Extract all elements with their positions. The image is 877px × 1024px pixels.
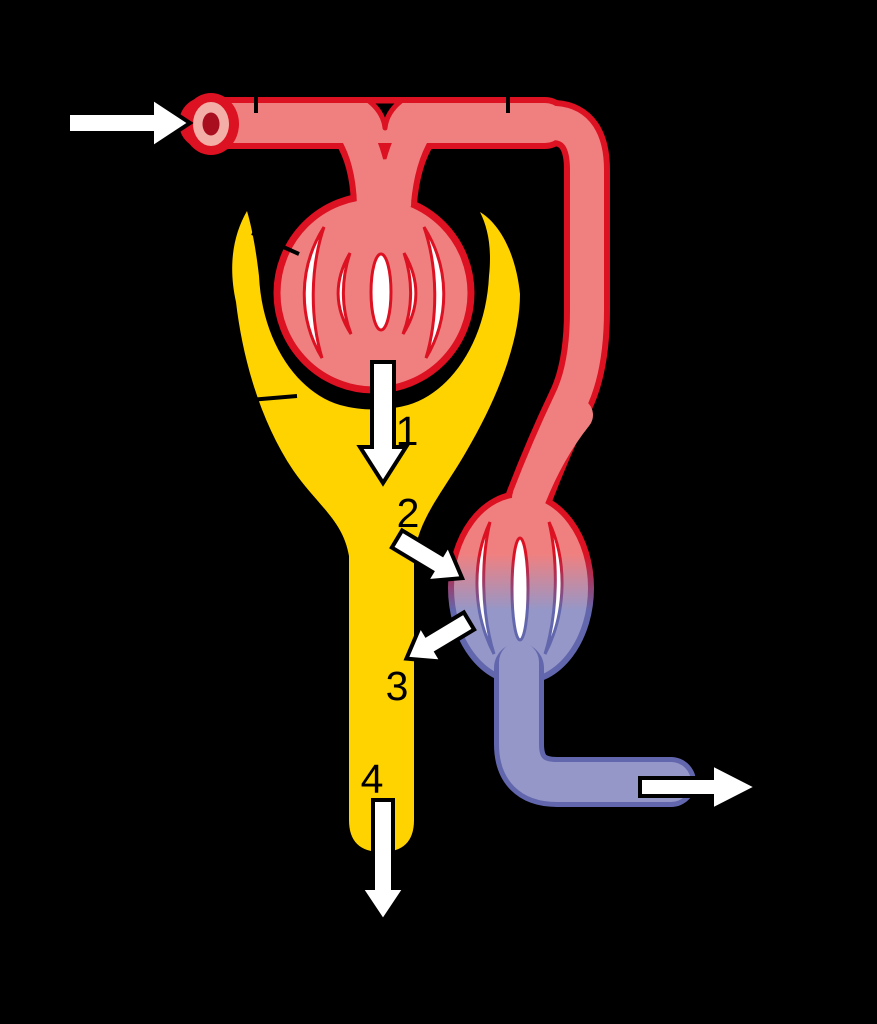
glomerular-capillary-loop-outer-left	[302, 226, 326, 359]
efferent-arteriole-merge	[512, 398, 593, 515]
peritubular-capillaries	[448, 398, 594, 685]
step3-label: 3	[386, 663, 409, 709]
arteriole-open-end-lumen	[202, 112, 220, 136]
step3-secretion-arrow	[403, 609, 477, 664]
step-labels: 1 2 3 4	[361, 408, 420, 802]
step1-label: 1	[396, 408, 419, 454]
step4-excretion-arrow	[357, 798, 409, 925]
glomerular-capillary-loop-inner-right	[401, 252, 418, 335]
step2-reabsorption-arrow	[389, 527, 466, 584]
blood-outflow-arrow	[638, 760, 762, 814]
glomerulus-neck-merge-left	[355, 159, 389, 207]
neck-branch-notch	[366, 98, 404, 131]
glomerulus-neck-merge-right	[379, 159, 413, 207]
flow-arrows	[66, 94, 762, 925]
peritubular-capillary-loop-right	[543, 521, 564, 655]
bowmans-capsule-tubule-shape	[232, 211, 520, 852]
step2-label: 2	[397, 490, 420, 536]
venule	[494, 642, 696, 807]
blood-inflow-arrow	[66, 94, 194, 152]
venule-core	[499, 642, 691, 802]
bowmans-capsule-and-tubule	[232, 211, 520, 852]
step4-label: 4	[361, 756, 384, 802]
bowmans-capsule-leader-line	[249, 394, 298, 402]
leader-lines	[249, 96, 510, 402]
glomerulus	[273, 159, 475, 394]
glomerulus-leader-line	[251, 231, 300, 256]
glomerular-capillary-loop-inner-left	[336, 252, 353, 335]
peritubular-capillary-loop-left	[475, 521, 496, 655]
peritubular-capillary-loop-center	[510, 536, 530, 642]
glomerular-capillary-loop-center	[369, 252, 393, 332]
step1-filtration-arrow	[356, 360, 410, 487]
glomerular-capillary-loop-outer-right	[422, 226, 446, 359]
